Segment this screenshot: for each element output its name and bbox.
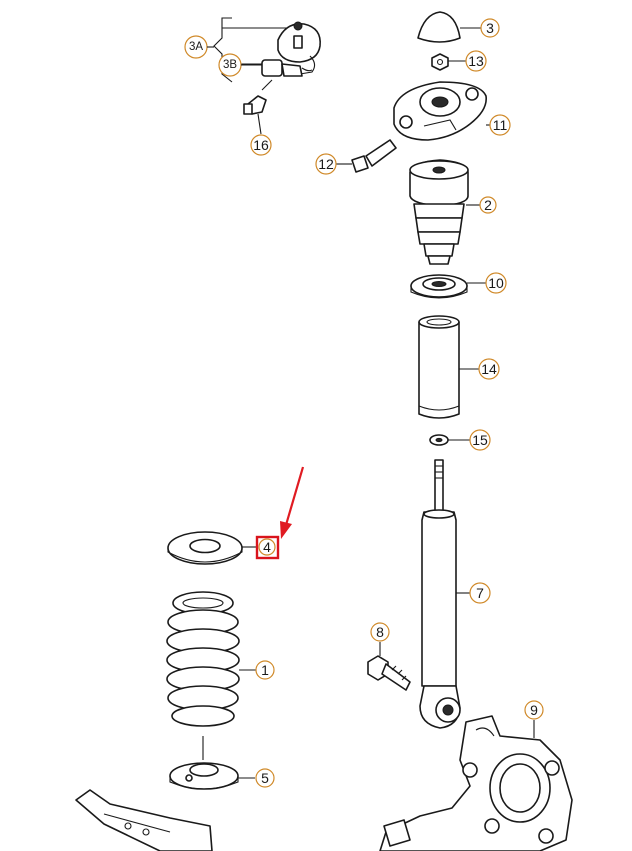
shock-absorber — [419, 459, 470, 729]
spring-plate — [167, 531, 258, 565]
bump-stop — [409, 159, 482, 265]
svg-text:11: 11 — [493, 117, 508, 133]
callout-8: 8 — [370, 622, 390, 642]
red-arrow-icon — [280, 466, 305, 539]
svg-text:16: 16 — [253, 137, 269, 153]
callout-16: 16 — [250, 134, 272, 156]
svg-text:7: 7 — [476, 585, 484, 601]
callout-7: 7 — [469, 582, 491, 604]
svg-text:12: 12 — [318, 156, 334, 172]
callout-9: 9 — [524, 700, 544, 720]
wheel-carrier — [379, 715, 573, 851]
svg-text:5: 5 — [261, 770, 269, 786]
svg-text:9: 9 — [530, 702, 538, 718]
callout-4: 4 — [255, 535, 280, 560]
callout-12: 12 — [315, 153, 337, 175]
callout-3: 3 — [480, 18, 500, 38]
svg-text:3A: 3A — [189, 41, 203, 53]
svg-text:3B: 3B — [223, 59, 237, 71]
protective-tube — [418, 315, 479, 419]
svg-text:2: 2 — [484, 197, 492, 213]
svg-text:15: 15 — [472, 432, 488, 448]
callout-2: 2 — [479, 196, 497, 214]
callout-11: 11 — [489, 114, 511, 136]
bolt — [367, 642, 411, 691]
coil-spring — [166, 591, 256, 727]
svg-text:1: 1 — [261, 662, 269, 678]
callout-3a: 3A — [184, 35, 214, 59]
strut-top-mount — [336, 11, 490, 173]
svg-text:3: 3 — [486, 20, 494, 36]
highlight-box — [255, 535, 280, 560]
svg-text:8: 8 — [376, 624, 384, 640]
spring-cup — [410, 274, 486, 299]
callout-5: 5 — [255, 768, 275, 788]
callout-3b: 3B — [218, 53, 262, 77]
svg-text:13: 13 — [468, 53, 484, 69]
lower-arm — [75, 789, 213, 851]
svg-text:10: 10 — [488, 275, 504, 291]
callout-13: 13 — [465, 50, 487, 72]
washer — [429, 434, 470, 446]
sensor-assembly — [213, 17, 321, 135]
callout-15: 15 — [469, 429, 491, 451]
svg-text:14: 14 — [481, 361, 497, 377]
svg-text:4: 4 — [263, 539, 271, 555]
callout-14: 14 — [478, 358, 500, 380]
callout-10: 10 — [485, 272, 507, 294]
lower-spring-seat — [169, 736, 255, 790]
callout-1: 1 — [255, 660, 275, 680]
